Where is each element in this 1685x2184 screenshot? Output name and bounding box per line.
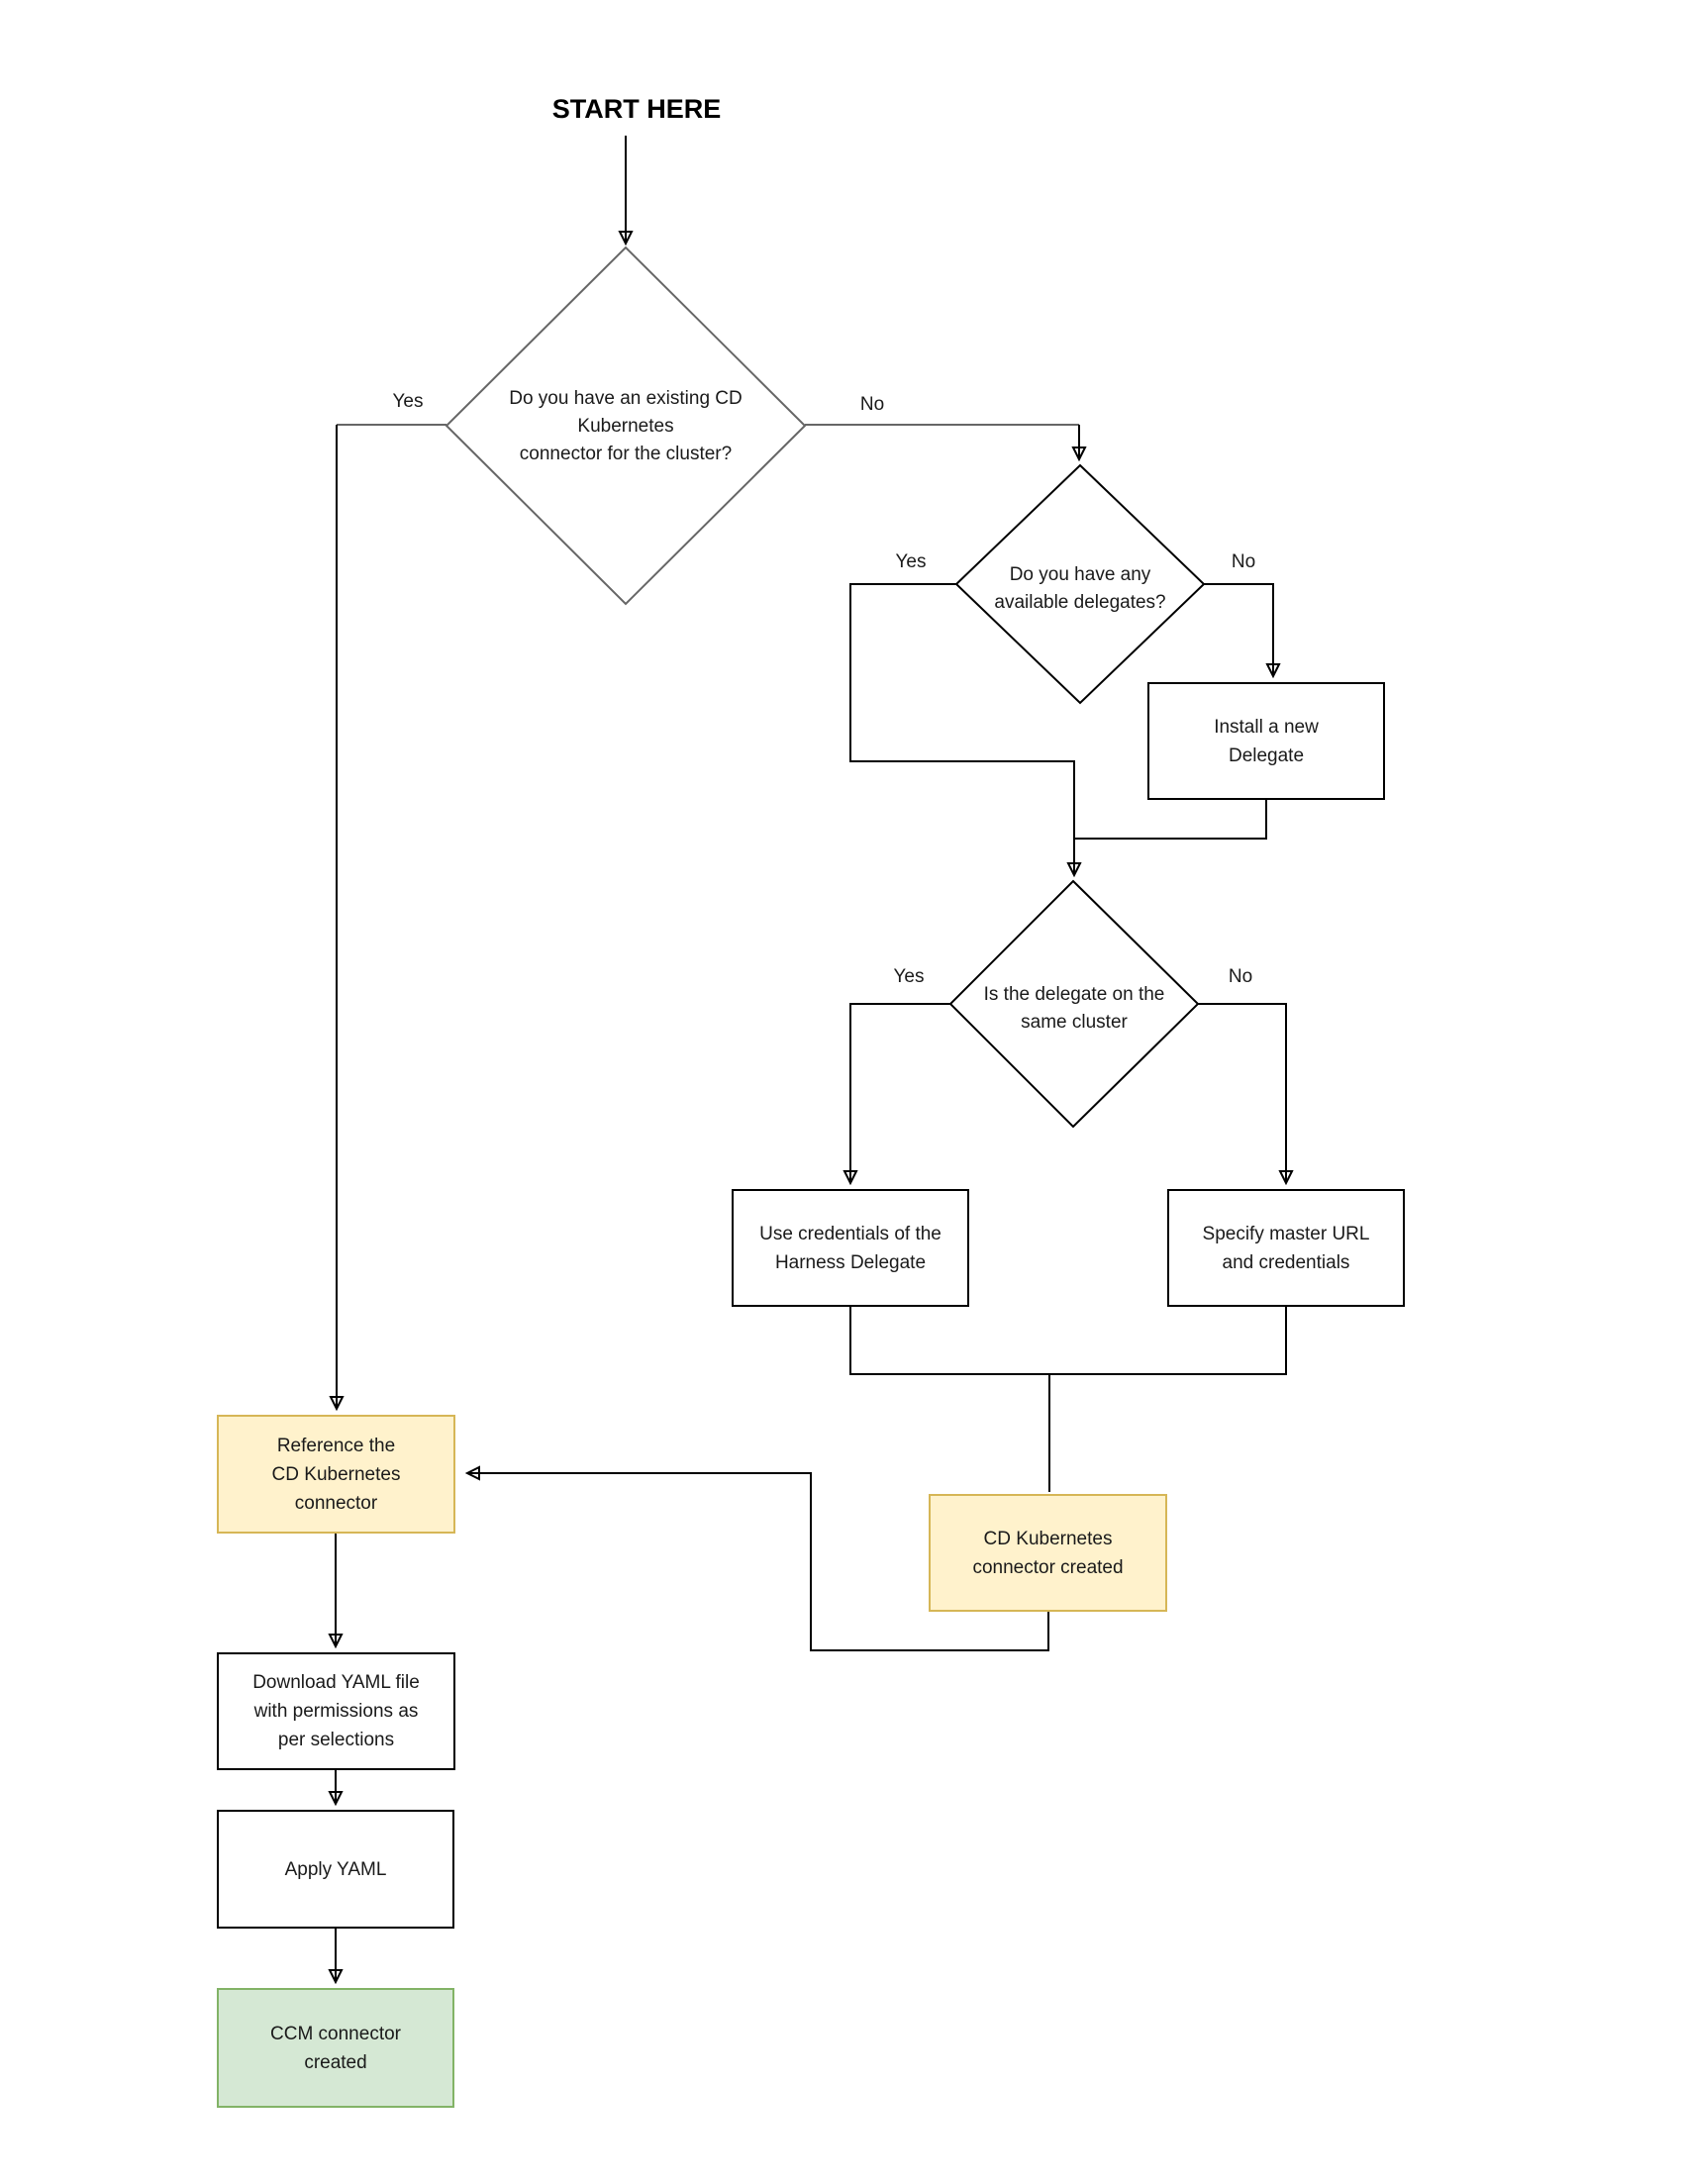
edge-label-existing-no: No <box>859 394 885 415</box>
edge-same-cluster-yes-to-use-credentials <box>850 1003 950 1183</box>
decision-delegate-same-cluster-shape <box>948 879 1200 1129</box>
edge-label-existing-yes: Yes <box>392 391 424 412</box>
step-use-credentials-harness-delegate: Use credentials of the Harness Delegate <box>732 1189 969 1307</box>
start-here-label: START HERE <box>551 94 722 124</box>
edge-label-same-cluster-no: No <box>1228 966 1253 987</box>
edge-label-same-cluster-yes: Yes <box>893 966 925 987</box>
step-apply-yaml: Apply YAML <box>217 1810 454 1929</box>
decision-available-delegates-text: Do you have any available delegates? <box>994 564 1166 613</box>
decision-available-delegates-shape <box>954 463 1206 705</box>
step-specify-master-url: Specify master URL and credentials <box>1167 1189 1405 1307</box>
edge-credentials-merge <box>849 1307 1287 1375</box>
edge-delegates-no-to-install <box>1204 583 1273 676</box>
edge-label-delegates-no: No <box>1231 551 1256 572</box>
step-install-new-delegate: Install a new Delegate <box>1147 682 1385 800</box>
outcome-ccm-connector-created: CCM connector created <box>217 1988 454 2108</box>
outcome-cd-kubernetes-connector-created: CD Kubernetes connector created <box>929 1494 1167 1612</box>
decision-existing-connector-shape <box>445 246 807 606</box>
step-reference-cd-kubernetes-connector: Reference the CD Kubernetes connector <box>217 1415 455 1534</box>
edge-label-delegates-yes: Yes <box>895 551 927 572</box>
edge-same-cluster-no-to-specify <box>1198 1003 1286 1183</box>
edge-delegates-yes-to-same-cluster <box>849 583 1074 875</box>
edge-cd-created-to-reference <box>467 1473 1049 1651</box>
step-download-yaml-file: Download YAML file with permissions as p… <box>217 1652 455 1770</box>
edge-install-join <box>1074 800 1267 840</box>
decision-existing-connector-text: Do you have an existing CD Kubernetes co… <box>509 388 743 464</box>
decision-delegate-same-cluster-text: Is the delegate on the same cluster <box>983 984 1165 1033</box>
